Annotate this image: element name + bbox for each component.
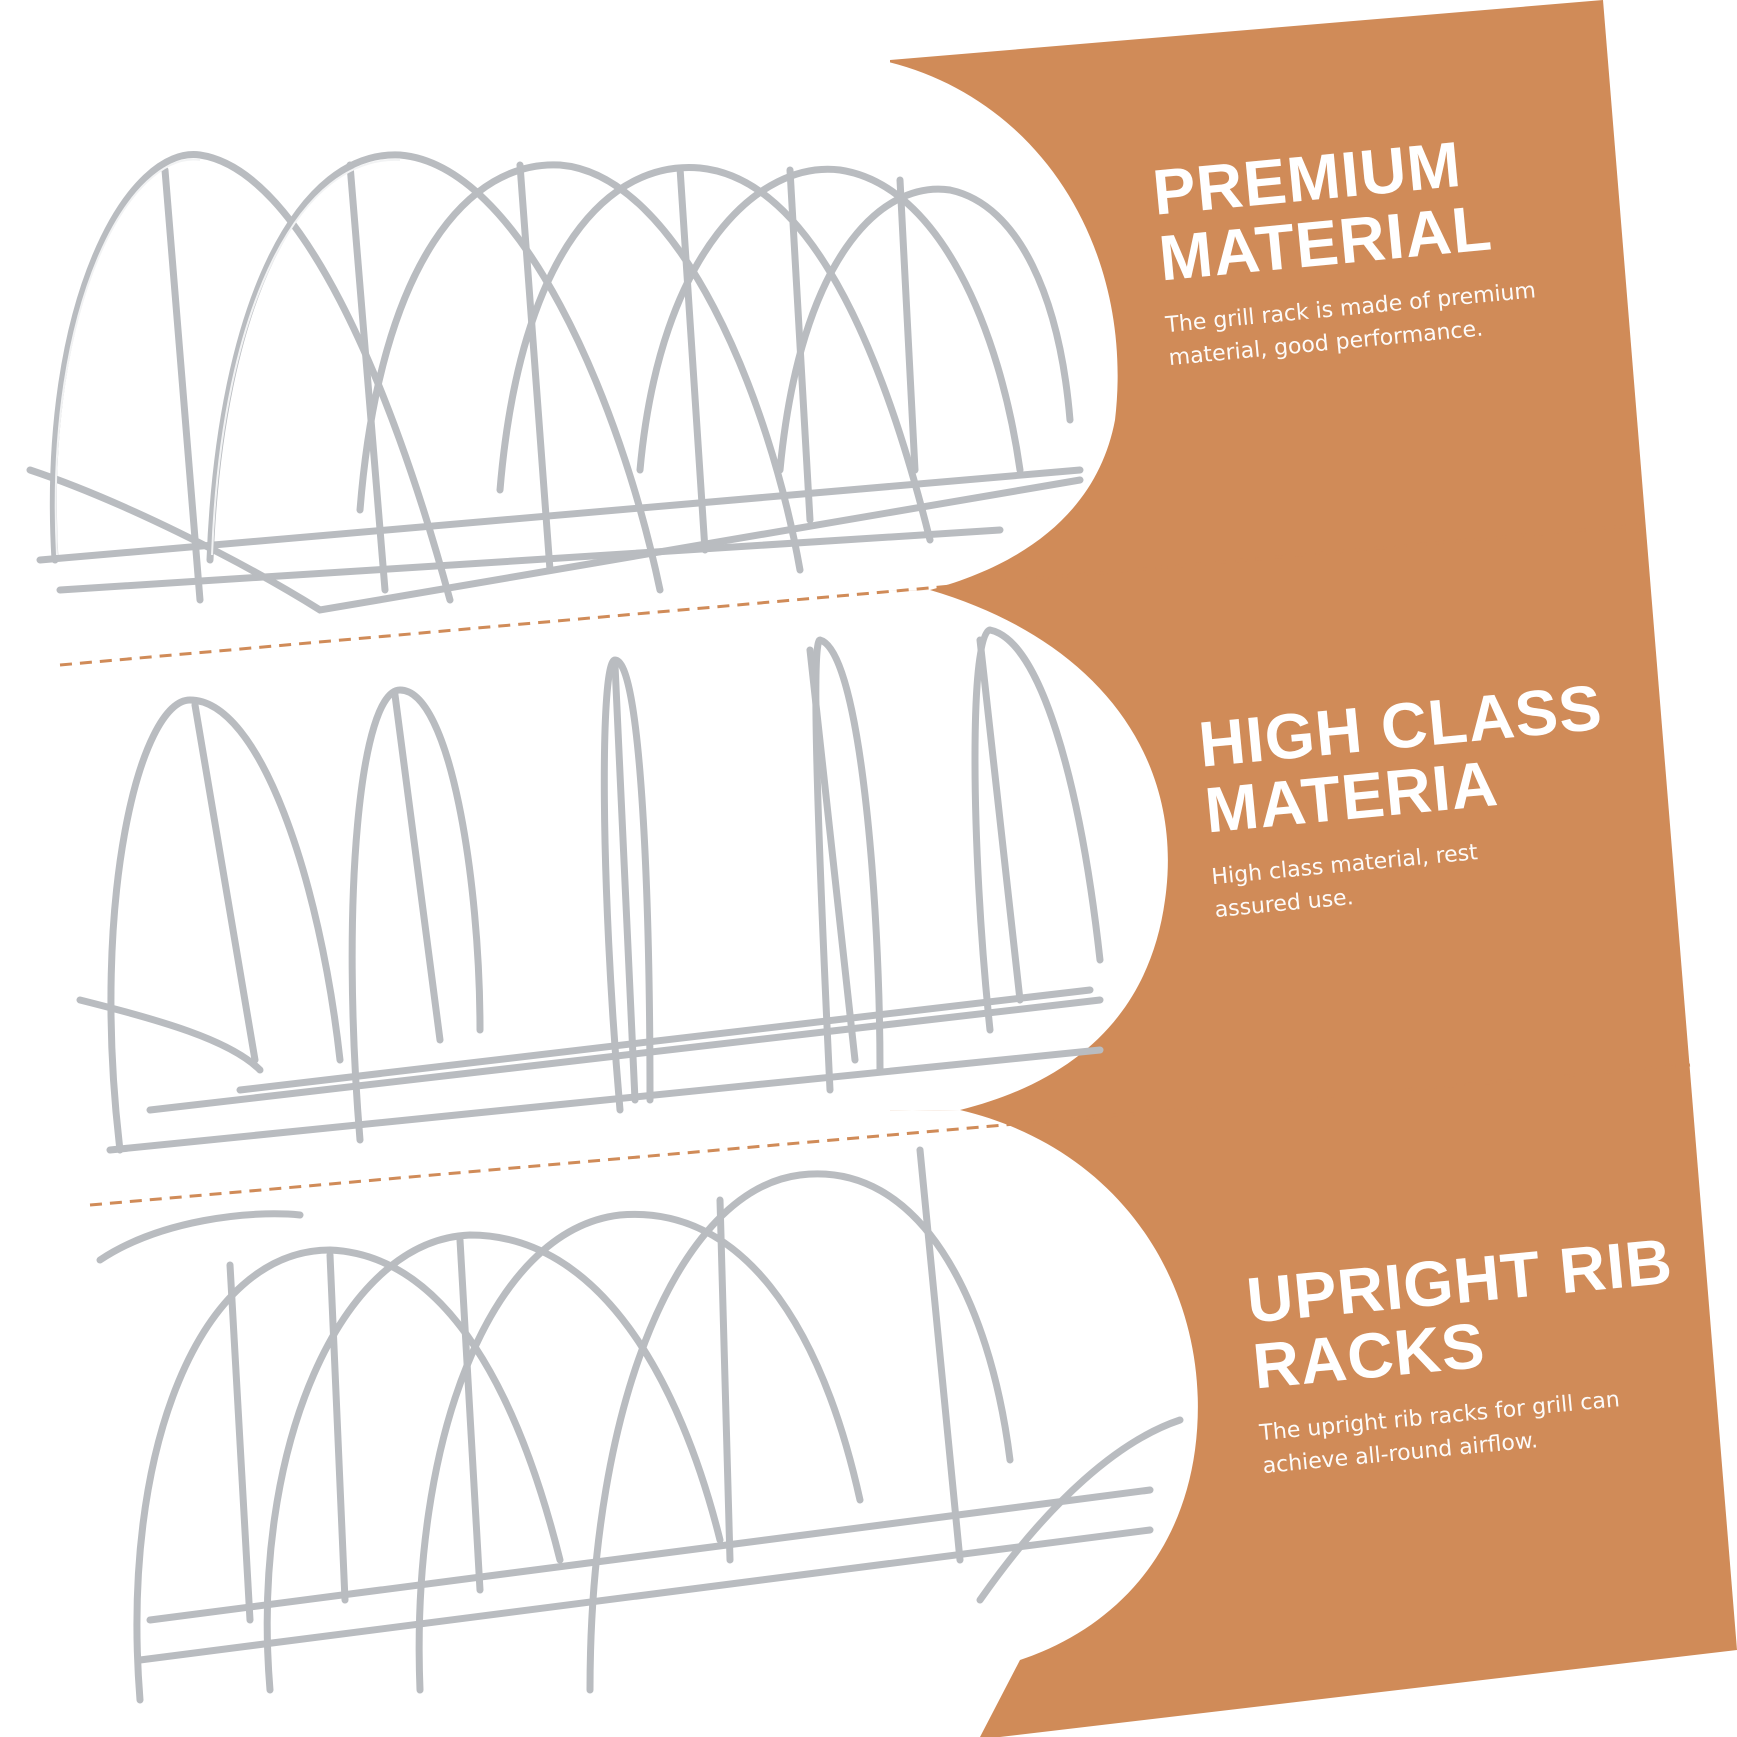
rack-image-bottom — [96, 1146, 1184, 1704]
rack-image-middle — [76, 626, 1104, 1154]
divider-line — [59, 523, 1641, 667]
photo-area-middle — [0, 590, 1168, 1120]
feature-block-premium: PREMIUM MATERIAL The grill rack is made … — [1150, 125, 1540, 375]
feature-block-upright: UPRIGHT RIB RACKS The upright rib racks … — [1244, 1225, 1689, 1483]
rack-image-top — [26, 151, 1084, 614]
divider-line — [89, 1063, 1691, 1207]
feature-block-high-class: HIGH CLASS MATERIA High class material, … — [1196, 671, 1619, 927]
photo-area-bottom — [0, 1110, 1198, 1737]
rack-highlight — [54, 158, 401, 556]
